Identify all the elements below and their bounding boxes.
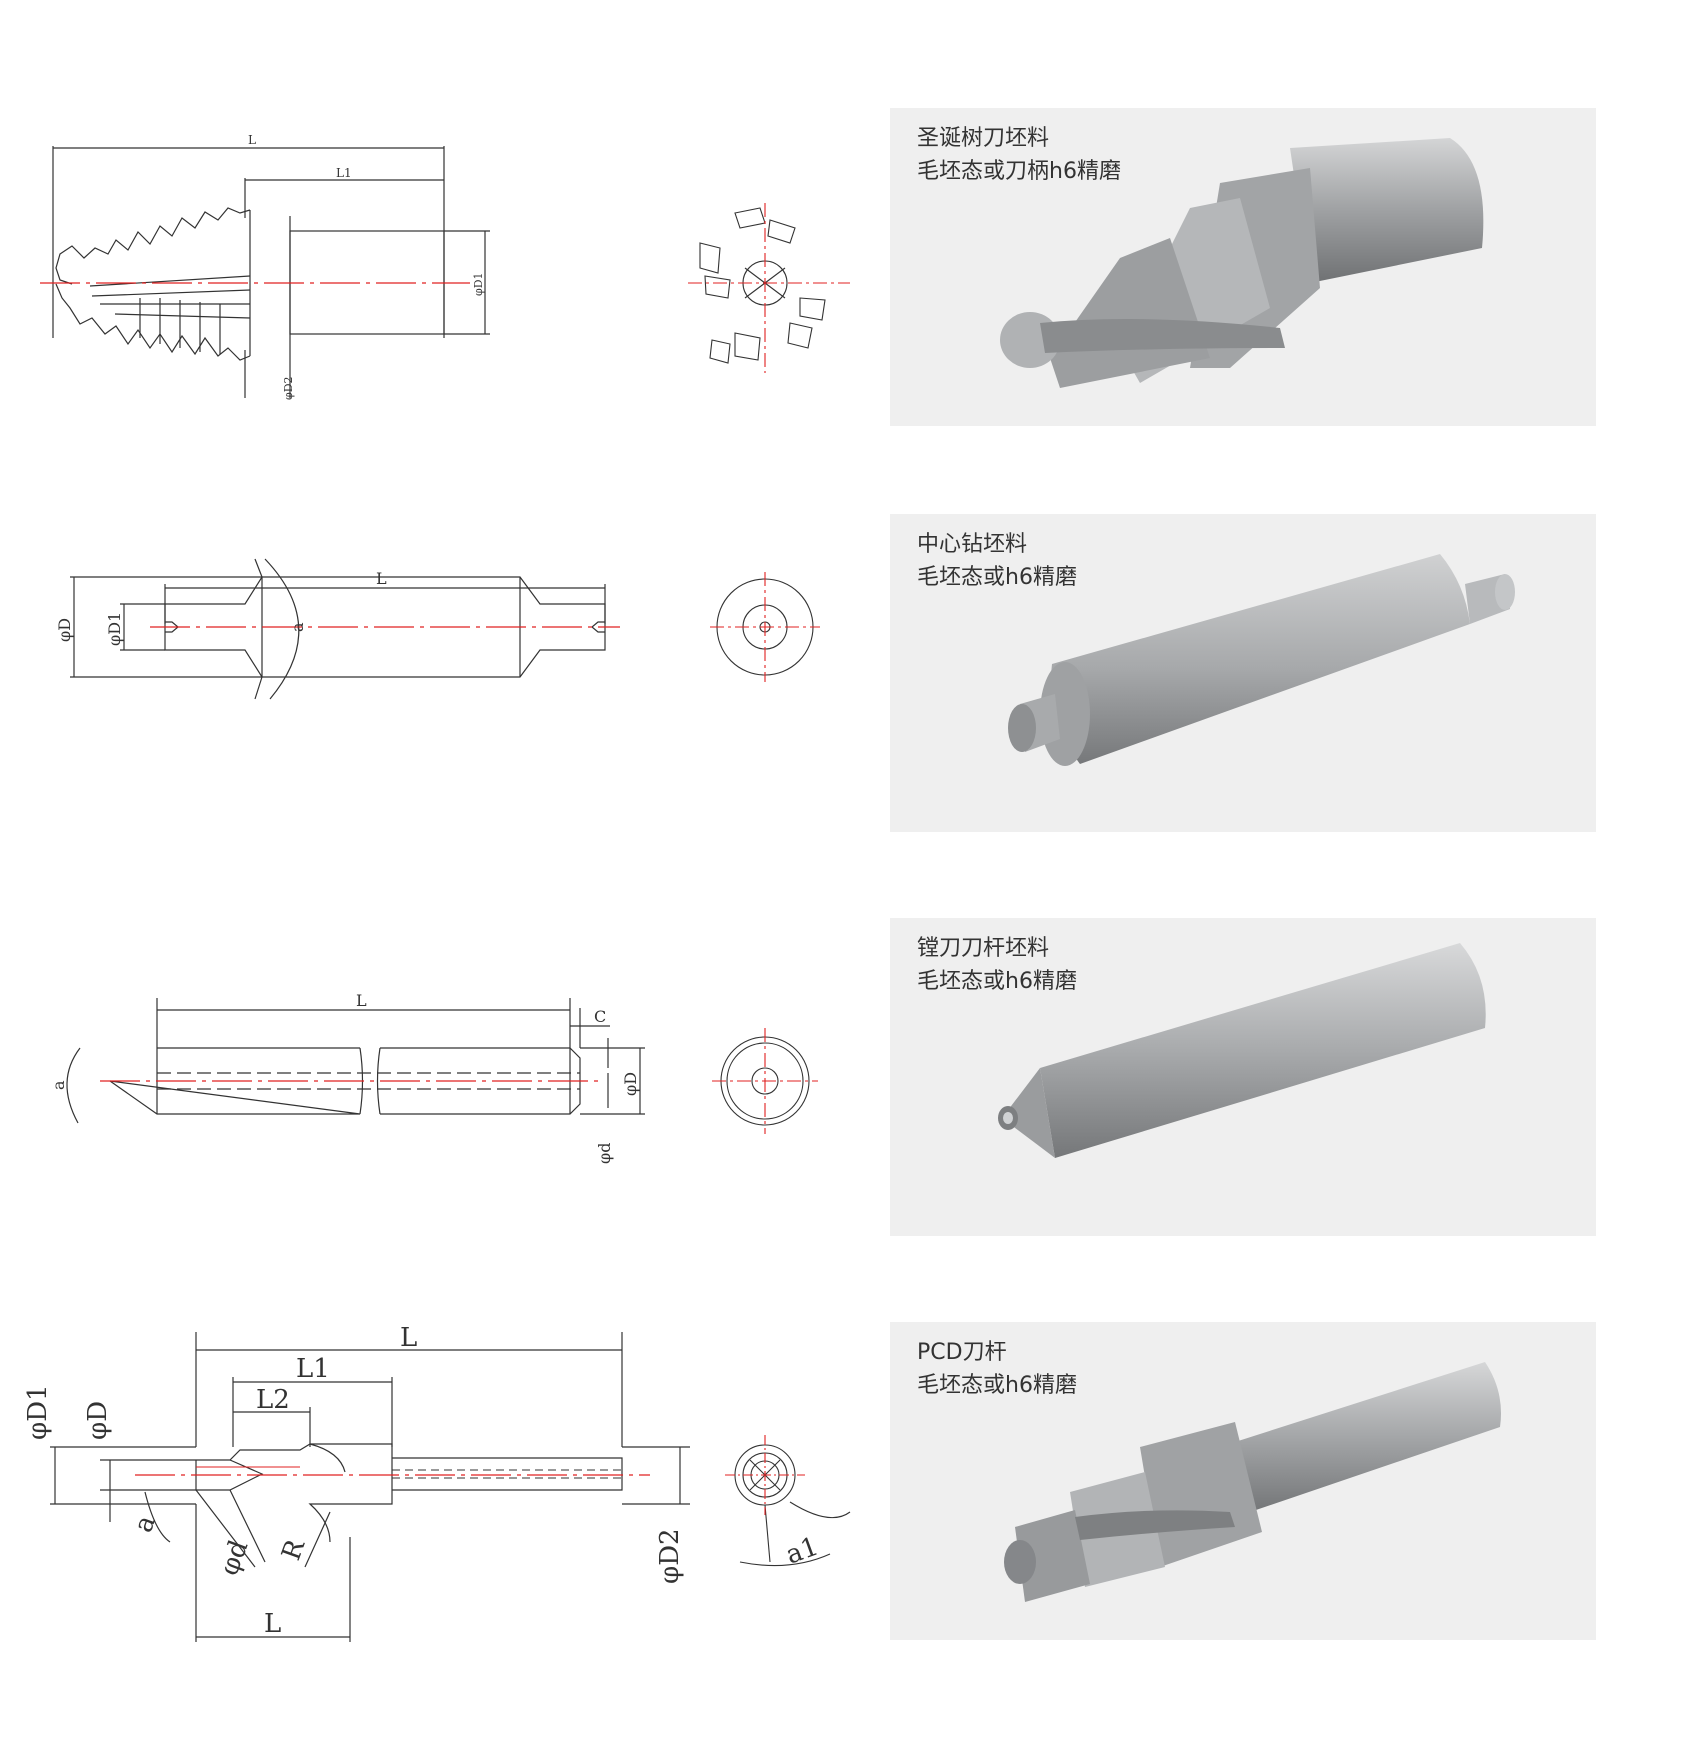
tool-render-pcd-holder — [1004, 1362, 1501, 1602]
dim-label-D: φD — [83, 1401, 113, 1440]
dim-label-d: φd — [214, 1536, 254, 1579]
product-title-3: 镗刀刀杆坯料 — [917, 936, 1050, 961]
product-row-4: L L1 L2 φD1 φD φD2 a φd R L a1 PCD刀杆 毛坯态… — [0, 1322, 1683, 1652]
product-subtitle-3: 毛坯态或h6精磨 — [917, 969, 1077, 994]
technical-drawing-4: L L1 L2 φD1 φD φD2 a φd R L a1 — [23, 1323, 851, 1642]
product-row-2: L φD φD1 a 中心钻坯料 毛坯态或h6精磨 — [0, 514, 1683, 844]
product-subtitle-4: 毛坯态或h6精磨 — [917, 1373, 1077, 1398]
dim-label-a: a — [288, 622, 307, 632]
product-image-panel-3: 镗刀刀杆坯料 毛坯态或h6精磨 — [890, 918, 1596, 1236]
dim-label-D1: φD1 — [105, 612, 124, 646]
product-title-1: 圣诞树刀坯料 — [917, 126, 1050, 151]
product-subtitle-2: 毛坯态或h6精磨 — [917, 565, 1077, 590]
dim-label-D2: φD2 — [282, 376, 295, 400]
dim-label-R: R — [276, 1534, 311, 1564]
product-title-2: 中心钻坯料 — [917, 532, 1028, 557]
product-image-panel-2: 中心钻坯料 毛坯态或h6精磨 — [890, 514, 1596, 832]
tool-render-christmas-tree — [1000, 138, 1484, 388]
technical-drawing-2: L φD φD1 a — [55, 558, 820, 700]
dim-label-D1: φD1 — [23, 1384, 53, 1440]
tool-render-center-drill — [1008, 554, 1515, 766]
dim-label-L1: L1 — [336, 166, 352, 180]
dim-label-L1: L1 — [296, 1354, 330, 1384]
dim-label-a: a — [128, 1512, 161, 1537]
dim-label-L-bottom: L — [264, 1609, 281, 1639]
dim-label-D: φD — [621, 1072, 640, 1096]
dim-label-D: φD — [55, 618, 74, 642]
dim-label-L: L — [248, 133, 256, 147]
product-title-4: PCD刀杆 — [917, 1340, 1007, 1365]
dim-label-L: L — [376, 569, 387, 588]
tool-render-boring-bar — [998, 943, 1486, 1158]
product-image-panel-1: 圣诞树刀坯料 毛坯态或刀柄h6精磨 — [890, 108, 1596, 426]
dim-label-a: a — [49, 1080, 68, 1090]
dim-label-D2: φD2 — [655, 1528, 685, 1584]
dim-label-L2: L2 — [256, 1385, 290, 1415]
product-subtitle-1: 毛坯态或刀柄h6精磨 — [917, 159, 1121, 184]
technical-drawing-1: L L1 φD1 φD2 — [40, 133, 850, 400]
dim-label-C: C — [594, 1007, 606, 1026]
dim-label-D1: φD1 — [472, 272, 485, 296]
dim-label-L: L — [400, 1323, 417, 1353]
technical-drawing-3: L C φD φd a — [49, 991, 818, 1164]
product-row-1: L L1 φD1 φD2 圣诞树刀坯料 毛坯态或刀柄h6精磨 — [0, 108, 1683, 438]
product-row-3: L C φD φd a 镗刀刀杆坯料 毛坯态或h6精磨 — [0, 918, 1683, 1248]
dim-label-d: φd — [595, 1143, 614, 1164]
product-image-panel-4: PCD刀杆 毛坯态或h6精磨 — [890, 1322, 1596, 1640]
dim-label-L: L — [356, 991, 367, 1010]
